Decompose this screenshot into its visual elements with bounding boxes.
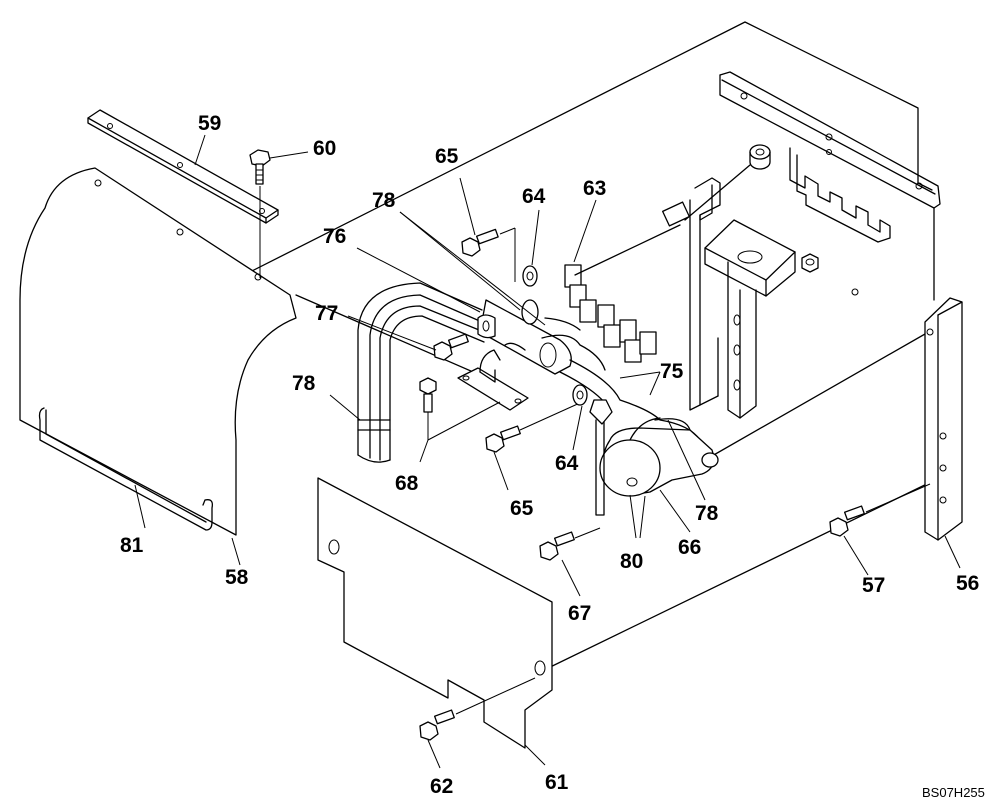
- callout-75: 75: [660, 360, 684, 383]
- bolt-67: [539, 527, 601, 561]
- main-housing-outline: [239, 21, 936, 673]
- callout-65-upper: 65: [435, 145, 459, 168]
- bolt-60: [249, 149, 271, 278]
- callout-64-upper: 64: [522, 185, 546, 208]
- callout-63: 63: [583, 177, 606, 200]
- callout-67: 67: [568, 602, 591, 625]
- terminal-rod: [589, 399, 613, 516]
- callout-59: 59: [198, 112, 221, 135]
- front-lower-panel: [317, 477, 553, 749]
- bolt-65-upper: [461, 227, 516, 282]
- cable-harness: [357, 282, 701, 463]
- callout-81: 81: [120, 534, 144, 557]
- callout-64-lower: 64: [555, 452, 579, 475]
- callout-66: 66: [678, 536, 701, 559]
- callout-58: 58: [225, 566, 249, 589]
- callout-78-upper: 78: [372, 189, 396, 212]
- callout-78-right: 78: [695, 502, 719, 525]
- callout-65-lower: 65: [510, 497, 534, 520]
- buzzer-horn: [599, 417, 719, 497]
- center-mounting-bracket: [704, 219, 819, 419]
- callout-76: 76: [323, 225, 346, 248]
- drawing-code: BS07H255: [922, 785, 985, 800]
- washer-64-upper: [522, 265, 538, 287]
- callout-80: 80: [620, 550, 643, 573]
- leader-lines: [134, 134, 961, 769]
- right-side-plate: [924, 297, 963, 541]
- bolt-57: [829, 483, 931, 537]
- bolt-65-lower: [485, 401, 583, 453]
- callout-77: 77: [315, 302, 338, 325]
- callout-68: 68: [395, 472, 419, 495]
- bolt-77: [433, 333, 469, 361]
- callout-62: 62: [430, 775, 453, 798]
- callout-78-left: 78: [292, 372, 316, 395]
- callout-61: 61: [545, 771, 569, 794]
- washer-64-lower: [572, 384, 588, 406]
- cable-clamp: [477, 314, 496, 339]
- relay-bank: [564, 224, 681, 363]
- harness-clamp-plate: [457, 342, 529, 411]
- callout-labels: 59 60 65 63 64 78 76 77 78 68 65 64 75 7…: [120, 112, 979, 798]
- back-panel: [719, 71, 941, 301]
- handle-bar: [38, 407, 213, 531]
- callout-60: 60: [313, 137, 336, 160]
- callout-57: 57: [862, 574, 885, 597]
- vertical-angle-bracket: [661, 164, 751, 411]
- callout-56: 56: [956, 572, 979, 595]
- left-cover: [19, 167, 297, 536]
- bolt-62: [419, 677, 536, 741]
